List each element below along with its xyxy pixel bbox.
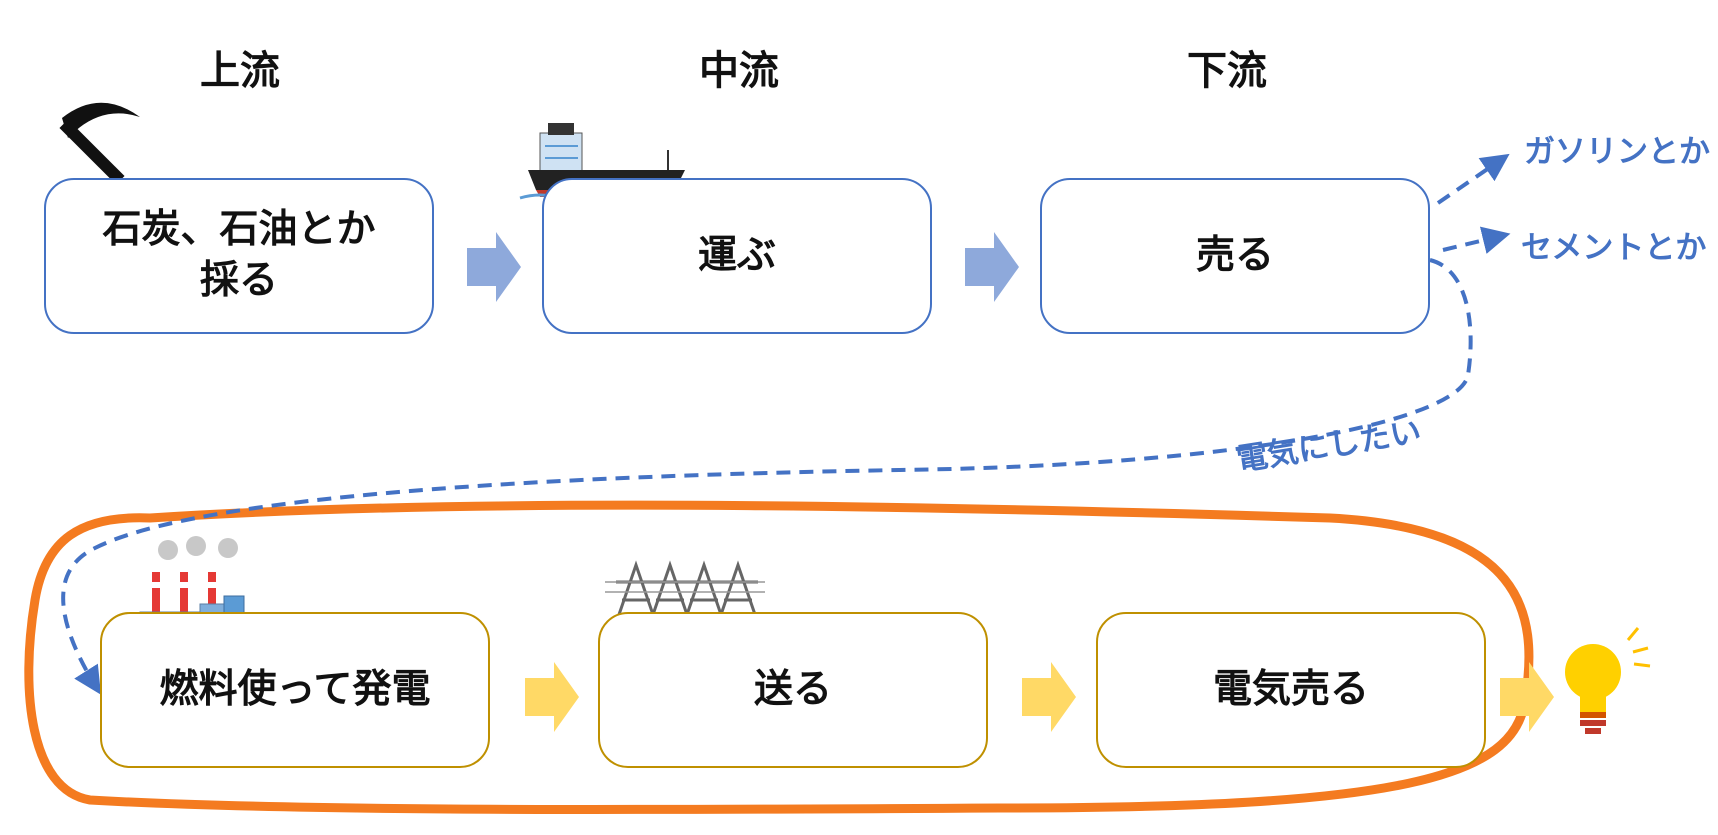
step-extract-box: 石炭、石油とか 採る: [44, 178, 434, 334]
step-generate-label: 燃料使って発電: [159, 666, 431, 712]
step-transmit-label: 送る: [753, 666, 832, 712]
header-midstream: 中流: [699, 48, 779, 94]
dashed-arrow-gasoline: [1436, 153, 1510, 205]
step-sell-label: 売る: [1195, 232, 1274, 278]
branch-gasoline-label: ガソリンとか: [1524, 134, 1710, 170]
flow-arrow-bottom-1: [525, 662, 579, 732]
step-generate-box: 燃料使って発電: [100, 612, 490, 768]
highlight-loop: [24, 500, 1534, 815]
step-sell-electricity-box: 電気売る: [1096, 612, 1486, 768]
header-downstream: 下流: [1187, 48, 1267, 94]
dashed-arrow-cement: [1442, 226, 1511, 254]
header-upstream: 上流: [200, 48, 280, 94]
pickaxe-icon: [59, 102, 140, 185]
dashed-path-to-power: [61, 258, 1473, 695]
flow-arrow-top-2: [965, 232, 1019, 302]
step-extract-line2: 採る: [199, 258, 278, 303]
lightbulb-icon: [1565, 627, 1651, 734]
step-transport-box: 運ぶ: [542, 178, 932, 334]
branch-cement-label: セメントとか: [1521, 230, 1707, 266]
flow-arrow-top-1: [467, 232, 521, 302]
flow-arrow-bottom-2: [1022, 662, 1076, 732]
power-tower-icon: [605, 560, 765, 636]
step-sell-box: 売る: [1040, 178, 1430, 334]
step-transport-label: 運ぶ: [697, 232, 776, 278]
flow-arrow-bottom-3: [1500, 662, 1554, 732]
step-extract-line1: 石炭、石油とか: [102, 207, 376, 253]
step-sell-electricity-label: 電気売る: [1212, 666, 1369, 712]
step-transmit-box: 送る: [598, 612, 988, 768]
